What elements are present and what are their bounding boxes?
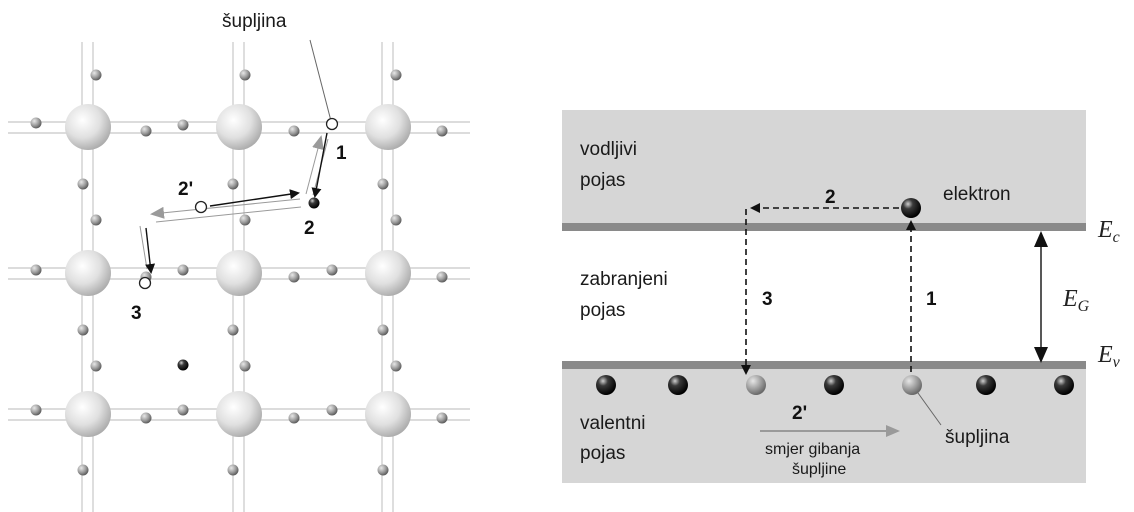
- lattice-electron-2: [308, 197, 320, 209]
- valence-hole-1: [902, 375, 922, 395]
- conduction-electron: [901, 198, 921, 218]
- valence-band: [562, 366, 1086, 483]
- valence-band-label-1: valentni: [580, 413, 646, 434]
- hole-leader-line: [309, 39, 332, 122]
- lattice-big-atoms: [65, 104, 411, 437]
- band-transitions: [741, 203, 916, 375]
- lattice-step-3: 3: [131, 303, 142, 324]
- hole-motion-label-2: šupljine: [792, 461, 846, 478]
- forbidden-band-label-2: pojas: [580, 300, 625, 321]
- valence-band-label-2: pojas: [580, 443, 625, 464]
- lattice-step-2p: 2': [178, 179, 193, 200]
- lattice-hole-3: [138, 276, 152, 290]
- band-step-2: 2: [825, 187, 836, 208]
- lattice-step-1: 1: [336, 143, 347, 164]
- conduction-band-label-1: vodljivi: [580, 139, 637, 160]
- ev-symbol: Ev: [1097, 342, 1121, 371]
- lattice-hole-1: [325, 117, 339, 131]
- band-step-2p: 2': [792, 403, 807, 424]
- crystal-lattice: šupljina 1 2 2' 3: [8, 11, 470, 512]
- band-step-1: 1: [926, 289, 937, 310]
- ec-symbol: Ec: [1097, 217, 1120, 246]
- conduction-band-label-2: pojas: [580, 170, 625, 191]
- eg-symbol: EG: [1062, 286, 1090, 315]
- lattice-small-atoms: [30, 69, 448, 476]
- band-step-3: 3: [762, 289, 773, 310]
- valence-band-edge: [562, 361, 1086, 369]
- conduction-band: [562, 110, 1086, 227]
- energy-band-diagram: vodljivi pojas zabranjeni pojas valentni…: [562, 110, 1121, 483]
- lattice-hole-2p: [194, 200, 208, 214]
- forbidden-band-label-1: zabranjeni: [580, 269, 668, 290]
- lattice-electron-free: [177, 359, 189, 371]
- band-hole-leader: [917, 392, 942, 426]
- valence-hole-3: [746, 375, 766, 395]
- band-hole-label: šupljina: [945, 427, 1010, 448]
- lattice-hole-label: šupljina: [222, 11, 287, 32]
- valence-electrons: [596, 375, 1074, 395]
- lattice-electron-path: [145, 132, 328, 274]
- conduction-band-edge: [562, 223, 1086, 231]
- hole-motion-label-1: smjer gibanja: [765, 441, 860, 458]
- electron-label: elektron: [943, 184, 1011, 205]
- lattice-step-2: 2: [304, 218, 315, 239]
